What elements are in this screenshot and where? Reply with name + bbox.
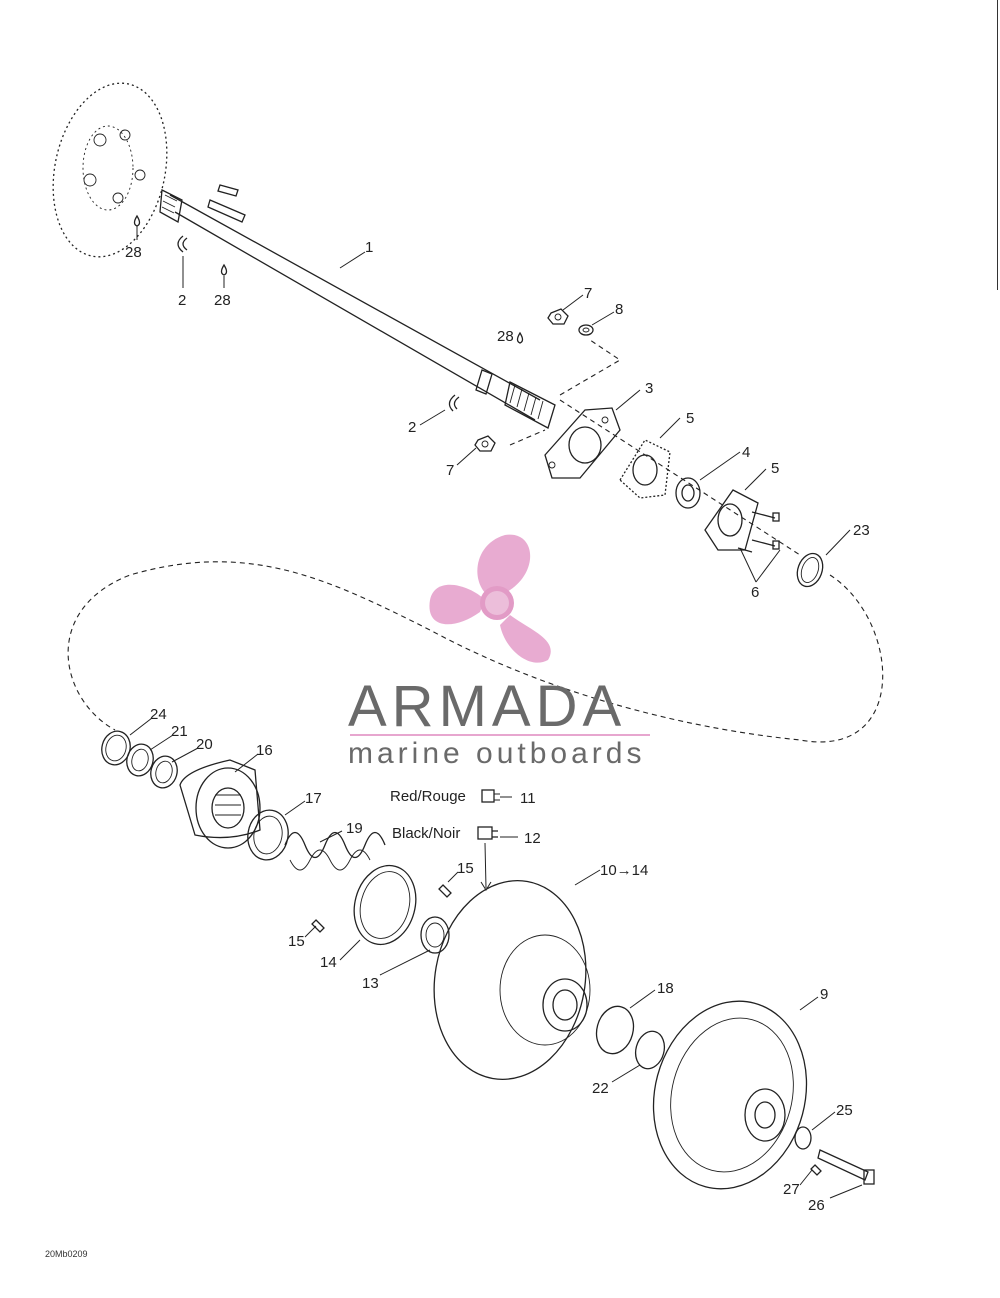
callout-21: 21 (171, 723, 188, 740)
flange-5b (704, 489, 759, 551)
callout-labels: 1 2 2 3 4 5 5 6 7 7 8 9 10→14 11 12 13 1… (45, 239, 870, 1259)
callout-14: 14 (320, 954, 337, 971)
callout-1: 1 (365, 239, 373, 256)
nut-7a (547, 308, 569, 325)
callout-13: 13 (362, 975, 379, 992)
callout-15b: 15 (288, 933, 305, 950)
callout-26: 26 (808, 1197, 825, 1214)
spring-19 (284, 831, 386, 871)
washer-20 (150, 755, 178, 789)
assembly-loop (67, 561, 884, 743)
callout-16: 16 (256, 742, 273, 759)
label-black-noir: Black/Noir (392, 825, 460, 842)
grease-drop-28a (133, 214, 141, 227)
callout-20: 20 (196, 736, 213, 753)
nut-7b (474, 435, 496, 452)
callout-17: 17 (305, 790, 322, 807)
callout-7b: 7 (446, 462, 454, 479)
bushing-13 (420, 916, 450, 954)
washer-8 (578, 324, 594, 336)
grease-drop-28b (220, 263, 228, 276)
callout-28a: 28 (125, 244, 142, 261)
callout-28b: 28 (214, 292, 231, 309)
callout-15a: 15 (457, 860, 474, 877)
sheave-9 (652, 1000, 808, 1190)
callout-4: 4 (742, 444, 750, 461)
callout-23: 23 (853, 522, 870, 539)
lock-27 (810, 1164, 822, 1176)
callout-19: 19 (346, 820, 363, 837)
washer-18 (595, 1005, 635, 1055)
ring-14 (353, 864, 417, 946)
assembly-path-top (509, 339, 801, 556)
callout-8: 8 (615, 301, 623, 318)
circlip-23 (796, 552, 824, 588)
callout-28c: 28 (497, 328, 514, 345)
brake-disc (52, 82, 168, 258)
page-edge-rule (997, 0, 998, 290)
cam-16 (179, 759, 261, 849)
bolts-6 (737, 511, 780, 553)
circlip-2a (177, 235, 188, 253)
drive-shaft (159, 184, 556, 429)
bolt-26 (817, 1149, 875, 1185)
propeller-icon (429, 534, 551, 663)
bearing-flange-3 (544, 407, 621, 479)
callout-5a: 5 (686, 410, 694, 427)
callout-2b: 2 (408, 419, 416, 436)
label-red-rouge: Red/Rouge (390, 788, 466, 805)
screw-15b (438, 884, 452, 898)
connector-black (477, 826, 498, 840)
callout-18: 18 (657, 980, 674, 997)
callout-22: 22 (592, 1080, 609, 1097)
callout-11: 11 (520, 790, 536, 807)
callout-9: 9 (820, 986, 828, 1003)
callout-25: 25 (836, 1102, 853, 1119)
sheave-10 (433, 880, 591, 1080)
callout-7a: 7 (584, 285, 592, 302)
figure-code: 20Mb0209 (45, 1249, 88, 1259)
callout-27: 27 (783, 1181, 800, 1198)
screw-15a (311, 919, 325, 933)
callout-2a: 2 (178, 292, 186, 309)
washer-25 (794, 1126, 812, 1150)
callout-10-14: 10→14 (600, 862, 648, 879)
watermark: ARMADA marine outboards (348, 534, 650, 770)
callout-24: 24 (150, 706, 167, 723)
callout-6: 6 (751, 584, 759, 601)
watermark-brand: ARMADA (348, 674, 626, 739)
circlip-2b (448, 394, 460, 412)
callout-5b: 5 (771, 460, 779, 477)
connector-red (481, 789, 500, 803)
callout-12: 12 (524, 830, 541, 847)
bearing-4 (675, 477, 701, 509)
connector-arrow (480, 842, 492, 891)
callout-3: 3 (645, 380, 653, 397)
circlip-22 (634, 1030, 666, 1070)
grease-drop-28c (516, 331, 524, 344)
gasket-5a (619, 439, 671, 499)
watermark-tagline: marine outboards (348, 737, 645, 770)
leader-lines (129, 226, 863, 1199)
washer-21 (126, 743, 154, 777)
circlip-24 (101, 730, 131, 766)
